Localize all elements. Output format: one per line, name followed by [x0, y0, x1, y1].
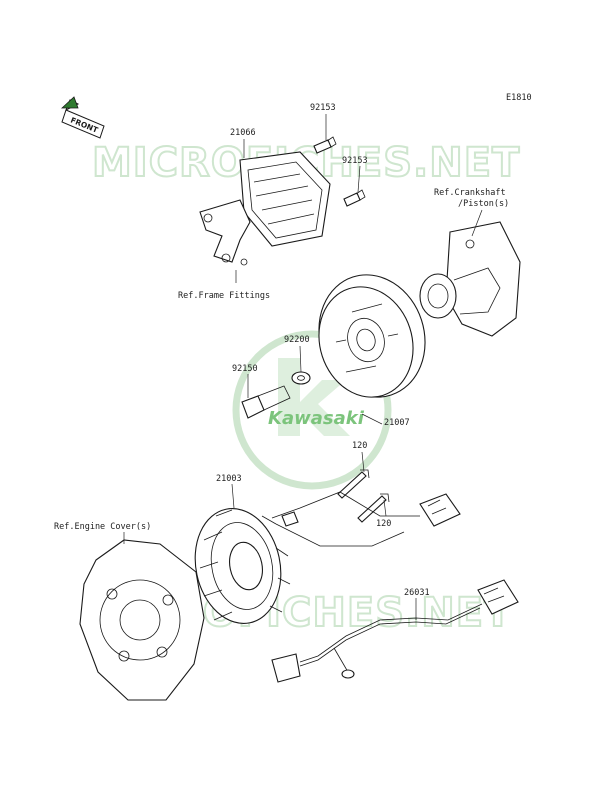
bolt-120-lower — [357, 493, 390, 523]
diagram-code: E1810 — [506, 93, 532, 103]
flywheel-rotor — [318, 274, 426, 398]
label-120-lower: 120 — [376, 519, 391, 529]
label-92153-upper: 92153 — [310, 103, 336, 113]
label-21007: 21007 — [384, 418, 410, 428]
label-21066: 21066 — [230, 128, 256, 138]
label-21003: 21003 — [216, 474, 242, 484]
ref-crankshaft-line2: /Piston(s) — [458, 199, 509, 209]
ref-frame-fittings: Ref.Frame Fittings — [178, 291, 270, 301]
label-92153-lower: 92153 — [342, 156, 368, 166]
ref-crankshaft-line1: Ref.Crankshaft — [434, 188, 506, 198]
label-120-upper: 120 — [352, 441, 367, 451]
label-92200: 92200 — [284, 335, 310, 345]
label-92150: 92150 — [232, 364, 258, 374]
bolt-92153-lower — [343, 189, 366, 207]
washer-92200 — [291, 371, 311, 385]
front-arrow-badge: FRONT — [60, 96, 105, 139]
bolt-92153-upper — [313, 136, 337, 154]
stator-connector — [419, 493, 461, 527]
crankshaft-reference — [419, 221, 521, 337]
wire-harness — [271, 579, 519, 683]
stator — [194, 491, 420, 624]
ref-engine-cover: Ref.Engine Cover(s) — [54, 522, 151, 532]
bolt-92150 — [241, 385, 291, 419]
label-26031: 26031 — [404, 588, 430, 598]
kawasaki-logo-text: Kawasaki — [268, 408, 365, 429]
bolt-120-upper — [337, 469, 370, 499]
engine-cover-reference — [79, 539, 205, 701]
regulator-rectifier — [199, 151, 331, 266]
